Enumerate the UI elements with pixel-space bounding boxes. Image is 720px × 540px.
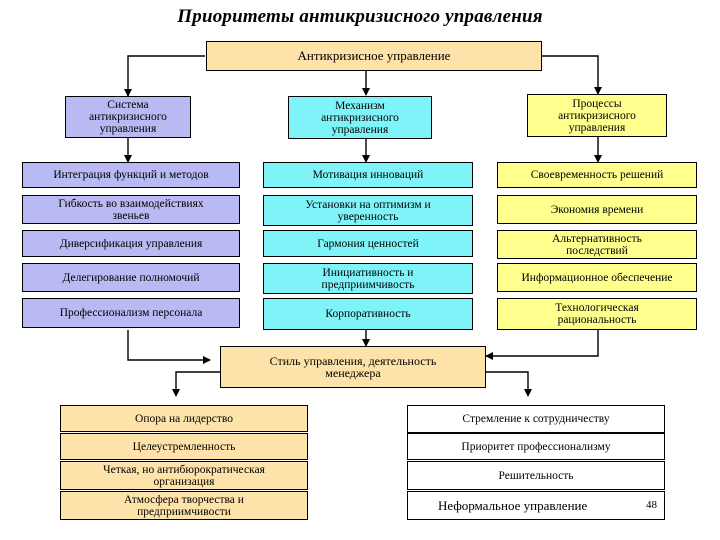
processes-item: Экономия времени xyxy=(497,195,697,224)
style-box: Стиль управления, деятельность менеджера xyxy=(220,346,486,388)
processes-header: Процессы антикризисного управления xyxy=(527,94,667,137)
bottom-right-item: Неформальное управление xyxy=(407,491,665,520)
mechanism-item: Мотивация инноваций xyxy=(263,162,473,188)
mechanism-item: Установки на оптимизм и уверенность xyxy=(263,195,473,226)
mechanism-item: Корпоративность xyxy=(263,298,473,330)
system-header: Система антикризисного управления xyxy=(65,96,191,138)
mechanism-item: Гармония ценностей xyxy=(263,230,473,257)
root-box: Антикризисное управление xyxy=(206,41,542,71)
system-item: Профессионализм персонала xyxy=(22,298,240,328)
arrow-style-to-left xyxy=(172,371,222,397)
bottom-left-item: Целеустремленность xyxy=(60,433,308,460)
bottom-right-item: Стремление к сотрудничеству xyxy=(407,405,665,433)
bottom-left-item: Атмосфера творчества и предприимчивости xyxy=(60,491,308,520)
mechanism-header: Механизм антикризисного управления xyxy=(288,96,432,139)
diagram-title: Приоритеты антикризисного управления xyxy=(177,6,543,27)
bottom-right-item: Приоритет профессионализму xyxy=(407,433,665,460)
bottom-right-item: Решительность xyxy=(407,461,665,490)
arrow-root-to-system xyxy=(124,55,205,97)
system-item: Делегирование полномочий xyxy=(22,263,240,292)
processes-item: Альтернативность последствий xyxy=(497,230,697,259)
arrow-root-to-processes xyxy=(542,55,602,95)
processes-item: Технологическая рациональность xyxy=(497,298,697,330)
arrow-style-to-right xyxy=(476,371,532,397)
processes-item: Своевременность решений xyxy=(497,162,697,188)
system-item: Интеграция функций и методов xyxy=(22,162,240,188)
bottom-left-item: Опора на лидерство xyxy=(60,405,308,432)
arrow-processes-to-style xyxy=(485,330,599,360)
system-item: Диверсификация управления xyxy=(22,230,240,257)
page-number: 48 xyxy=(646,499,657,511)
system-item: Гибкость во взаимодействиях звеньев xyxy=(22,195,240,224)
bottom-left-item: Четкая, но антибюрократическая организац… xyxy=(60,461,308,490)
processes-item: Информационное обеспечение xyxy=(497,263,697,292)
mechanism-item: Инициативность и предприимчивость xyxy=(263,263,473,294)
arrow-system-to-style xyxy=(127,330,211,364)
